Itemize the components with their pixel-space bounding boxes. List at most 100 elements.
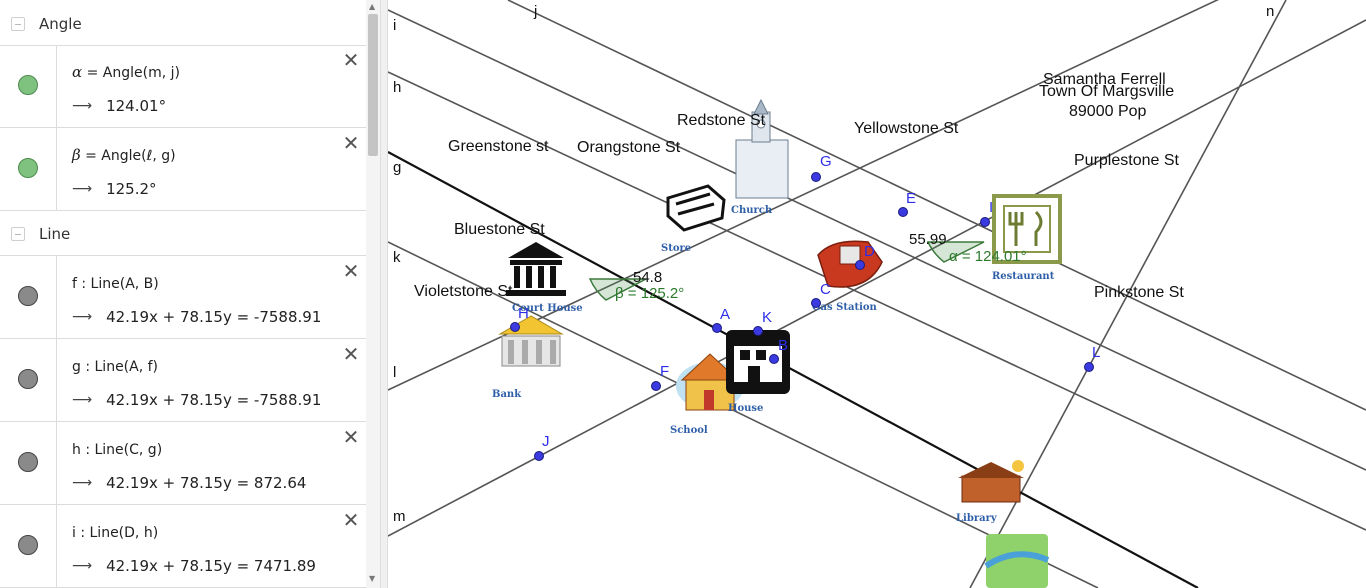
item-symbol: β	[72, 146, 81, 164]
line-label-k: k	[393, 249, 401, 266]
street-label-orangstone: Orangstone St	[577, 139, 681, 156]
arrow-right-icon: ⟶	[72, 558, 93, 574]
point-A[interactable]	[712, 323, 722, 333]
algebra-item-g[interactable]: g : Line(A, f) ⟶ 42.19x + 78.15y = -7588.…	[0, 339, 366, 422]
line-j[interactable]	[507, 0, 1366, 411]
bank-icon[interactable]	[498, 315, 564, 367]
delete-icon[interactable]: ✕	[342, 425, 360, 449]
title-town: Town Of Margsville	[1039, 83, 1174, 100]
line-k[interactable]	[388, 241, 1099, 588]
item-value: ⟶42.19x + 78.15y = -7588.91	[72, 308, 321, 326]
angle-alpha-label[interactable]: α = 124.01°	[949, 248, 1027, 265]
graphics-canvas[interactable]: Church Store Gas Station Restaurant	[388, 0, 1366, 588]
delete-icon[interactable]: ✕	[342, 131, 360, 155]
group-header-line[interactable]: Line	[0, 212, 366, 256]
graphics-view[interactable]: Church Store Gas Station Restaurant	[388, 0, 1366, 588]
line-n[interactable]	[969, 0, 1287, 588]
library-icon[interactable]	[958, 460, 1024, 503]
item-definition[interactable]: α = Angle(m, j)	[72, 63, 180, 81]
item-value-text: 42.19x + 78.15y = -7588.91	[106, 391, 322, 409]
delete-icon[interactable]: ✕	[342, 342, 360, 366]
house-label: House	[728, 403, 763, 414]
point-F[interactable]	[651, 381, 661, 391]
line-m[interactable]	[388, 19, 1366, 537]
angle-beta-sector[interactable]	[588, 278, 647, 301]
house-icon[interactable]	[726, 330, 790, 394]
item-definition[interactable]: β = Angle(ℓ, g)	[72, 146, 176, 164]
delete-icon[interactable]: ✕	[342, 508, 360, 532]
point-H[interactable]	[510, 322, 520, 332]
algebra-item-f[interactable]: f : Line(A, B) ⟶42.19x + 78.15y = -7588.…	[0, 256, 366, 339]
gas-station-icon[interactable]	[817, 240, 883, 288]
point-label-F: F	[660, 363, 669, 380]
visibility-toggle-icon[interactable]	[18, 158, 38, 178]
algebra-item-h[interactable]: h : Line(C, g) ⟶42.19x + 78.15y = 872.64…	[0, 422, 366, 505]
scroll-up-icon[interactable]: ▲	[369, 2, 376, 11]
item-definition[interactable]: g : Line(A, f)	[72, 357, 158, 375]
delete-icon[interactable]: ✕	[342, 259, 360, 283]
item-value: ⟶ 124.01°	[72, 97, 166, 115]
item-definition[interactable]: i : Line(D, h)	[72, 523, 158, 541]
item-value-text: 124.01°	[106, 97, 167, 115]
angle-beta-measure: 54.8	[633, 269, 662, 286]
title-population: 89000 Pop	[1069, 103, 1147, 120]
delete-icon[interactable]: ✕	[342, 48, 360, 72]
algebra-item-i[interactable]: i : Line(D, h) ⟶ 42.19x + 78.15y = 7471.8…	[0, 505, 366, 588]
point-L[interactable]	[1084, 362, 1094, 372]
item-definition[interactable]: h : Line(C, g)	[72, 440, 162, 458]
street-label-violetstone: Violetstone St	[414, 283, 513, 300]
gas-station-label: Gas Station	[812, 302, 878, 313]
restaurant-label: Restaurant	[992, 271, 1055, 282]
point-J[interactable]	[534, 451, 544, 461]
visibility-toggle-icon[interactable]	[18, 535, 38, 555]
item-value: ⟶ 42.19x + 78.15y = -7588.91	[72, 391, 321, 409]
item-value-text: 42.19x + 78.15y = 7471.89	[106, 557, 316, 575]
scroll-thumb[interactable]	[368, 14, 378, 156]
restaurant-icon[interactable]	[992, 194, 1062, 264]
arrow-right-icon: ⟶	[72, 98, 93, 114]
visibility-toggle-icon[interactable]	[18, 286, 38, 306]
scroll-down-icon[interactable]: ▼	[369, 574, 376, 583]
angle-beta-label[interactable]: β = 125.2°	[615, 285, 684, 302]
collapse-icon[interactable]	[11, 16, 25, 31]
point-label-B: B	[778, 337, 788, 354]
algebra-item-alpha[interactable]: α = Angle(m, j) ⟶ 124.01° ✕	[0, 45, 366, 128]
visibility-column	[0, 45, 57, 127]
point-K[interactable]	[753, 326, 763, 336]
street-label-greenstone: Greenstone st	[448, 138, 549, 155]
court-house-icon[interactable]	[506, 242, 566, 296]
park-icon[interactable]	[984, 534, 1050, 588]
point-B[interactable]	[769, 354, 779, 364]
line-g[interactable]	[388, 151, 1199, 588]
bank-label: Bank	[492, 389, 522, 400]
store-icon[interactable]	[666, 184, 726, 232]
school-icon[interactable]	[676, 353, 744, 411]
visibility-toggle-icon[interactable]	[18, 75, 38, 95]
collapse-icon[interactable]	[11, 226, 25, 241]
point-G[interactable]	[811, 172, 821, 182]
church-icon[interactable]	[735, 98, 789, 199]
line-i[interactable]	[388, 9, 1366, 471]
arrow-right-icon: ⟶	[72, 392, 93, 408]
point-E[interactable]	[898, 207, 908, 217]
group-header-angle[interactable]: Angle	[0, 2, 366, 46]
item-definition[interactable]: f : Line(A, B)	[72, 274, 159, 292]
line-h[interactable]	[388, 71, 1366, 531]
angle-alpha-sector[interactable]	[926, 241, 985, 263]
visibility-column	[0, 505, 57, 587]
algebra-scrollbar[interactable]: ▲ ▼	[366, 0, 380, 588]
visibility-toggle-icon[interactable]	[18, 369, 38, 389]
court-house-label: Court House	[512, 303, 583, 314]
algebra-item-beta[interactable]: β = Angle(ℓ, g) ⟶125.2° ✕	[0, 128, 366, 211]
item-symbol: f	[72, 276, 77, 292]
view-divider[interactable]	[380, 0, 388, 588]
item-definition-text: : Line(D, h)	[75, 525, 159, 541]
item-symbol: g	[72, 359, 81, 375]
point-D[interactable]	[855, 260, 865, 270]
church-label: Church	[731, 205, 773, 216]
line-l[interactable]	[388, 0, 1366, 391]
point-I[interactable]	[980, 217, 990, 227]
group-title: Line	[39, 224, 71, 243]
point-C[interactable]	[811, 298, 821, 308]
visibility-toggle-icon[interactable]	[18, 452, 38, 472]
